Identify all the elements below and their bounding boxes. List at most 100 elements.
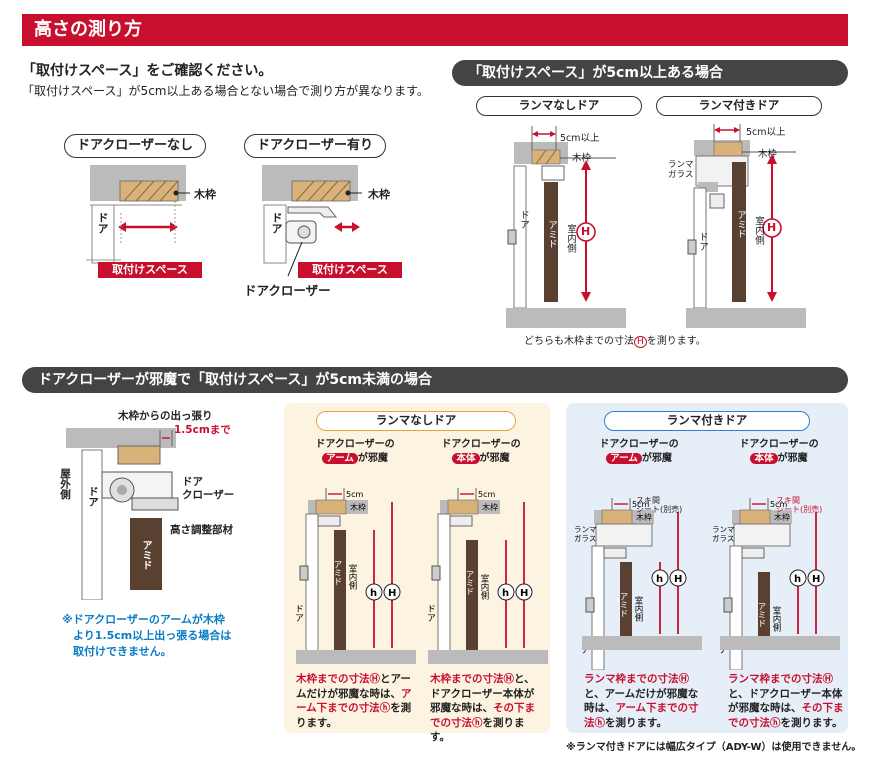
detail-warning: ※ドアクローザーのアームが木枠 より1.5cm以上出っ張る場合は 取付けできませ… bbox=[62, 613, 232, 658]
amido-bar bbox=[334, 530, 346, 650]
panel-yes-body-heading: ドアクローザーの 本体が邪魔 bbox=[739, 439, 819, 464]
intro-text: 「取付けスペース」が5cm以上ある場合とない場合で測り方が異なります。 bbox=[22, 84, 429, 98]
amido-bar bbox=[466, 540, 478, 650]
footer-note: ※ランマ付きドアには幅広タイプ（ADY-W）は使用できません。 bbox=[566, 742, 862, 753]
door-tr2: ドア bbox=[697, 232, 708, 251]
amido-label: アミド bbox=[756, 602, 766, 628]
frame-wood bbox=[739, 509, 771, 525]
frame-wood bbox=[315, 499, 347, 515]
amido-bar bbox=[758, 572, 770, 636]
transom-glass-box bbox=[733, 523, 791, 547]
floor bbox=[296, 650, 416, 664]
floor bbox=[720, 636, 840, 650]
gap-sheet-a: スキ間 シート(別売) bbox=[636, 496, 683, 514]
amido-bar bbox=[620, 562, 632, 636]
floor bbox=[428, 650, 548, 664]
indoor-tr2: 室内側 bbox=[753, 216, 764, 245]
door-handle bbox=[299, 565, 309, 581]
panel-none-body-heading: ドアクローザーの 本体が邪魔 bbox=[441, 439, 521, 464]
transom-glass: ランマ ガラス bbox=[668, 160, 694, 180]
dim-5cm-2: 5cm以上 bbox=[746, 127, 786, 138]
h-text: h bbox=[370, 588, 377, 599]
H-badge bbox=[807, 569, 825, 587]
door-label-2: ドア bbox=[270, 212, 283, 234]
amido-tr1: アミド bbox=[546, 220, 557, 249]
diagram-transom-yes bbox=[686, 124, 806, 328]
space-tag: 取付けスペース bbox=[98, 262, 202, 278]
frame-label: 木枠 bbox=[636, 512, 652, 522]
gap-sheet-b: スキ間 シート(別売) bbox=[776, 496, 823, 514]
dim-5cm: 5cm以上 bbox=[560, 133, 600, 144]
indoor-label: 室内側 bbox=[633, 595, 643, 621]
diagram-transom-none bbox=[506, 126, 626, 328]
detail-amido: アミド bbox=[140, 540, 151, 570]
H-text: H bbox=[812, 574, 820, 585]
frame-wood bbox=[601, 509, 633, 525]
pill-closer-yes: ドアクローザー有り bbox=[244, 134, 386, 158]
frame-tr1: 木枠 bbox=[572, 153, 592, 164]
outdoor: 屋外側 bbox=[59, 468, 71, 500]
h-badge bbox=[497, 583, 515, 601]
closer-body bbox=[317, 515, 341, 527]
panel-yes-title: ランマ付きドア bbox=[604, 411, 810, 431]
transom-glass-box bbox=[595, 523, 653, 547]
door-label: ドア bbox=[96, 212, 109, 234]
space-tag-2: 取付けスペース bbox=[298, 262, 402, 278]
H-badge bbox=[515, 583, 533, 601]
h-text: h bbox=[656, 574, 663, 585]
indoor-label: 室内側 bbox=[347, 563, 357, 589]
H-badge-1: H bbox=[581, 225, 591, 238]
diagram-closer-yes bbox=[262, 165, 362, 264]
closer-label: ドアクローザー bbox=[244, 283, 331, 298]
h-badge bbox=[789, 569, 807, 587]
door-handle bbox=[723, 597, 733, 613]
door-label: ドア bbox=[293, 604, 303, 622]
panel-none-title: ランマなしドア bbox=[316, 411, 516, 431]
frame-label: 木枠 bbox=[350, 502, 366, 512]
h-badge bbox=[365, 583, 383, 601]
indoor-label: 室内側 bbox=[771, 605, 781, 631]
detail-closer: ドア クローザー bbox=[182, 476, 235, 501]
dim-5cm: 5cm bbox=[632, 500, 649, 509]
floor bbox=[582, 636, 702, 650]
frame-label: 木枠 bbox=[482, 502, 498, 512]
door-label: ドア bbox=[425, 604, 435, 622]
frame-tr2: 木枠 bbox=[758, 149, 778, 160]
indoor-tr1: 室内側 bbox=[565, 224, 576, 253]
panel-yes-arm-heading: ドアクローザーの アームが邪魔 bbox=[599, 439, 679, 464]
transom-yes-pill: ランマ付きドア bbox=[656, 96, 822, 116]
closer-body bbox=[741, 547, 765, 559]
door-slab bbox=[305, 513, 319, 661]
dim-5cm: 5cm bbox=[478, 490, 495, 499]
h-badge bbox=[651, 569, 669, 587]
dim-5cm: 5cm bbox=[770, 500, 787, 509]
frame-label: 木枠 bbox=[194, 188, 216, 201]
h-text: h bbox=[502, 588, 509, 599]
H-badge bbox=[383, 583, 401, 601]
caption-none-arm: 木枠までの寸法Ⓗとアームだけが邪魔な時は、アーム下までの寸法ⓗを測ります。 bbox=[296, 673, 412, 729]
amido-label: アミド bbox=[618, 592, 628, 618]
panel-none-arm-heading: ドアクローザーの アームが邪魔 bbox=[315, 439, 395, 464]
H-text: H bbox=[388, 588, 396, 599]
diagram-detail bbox=[66, 428, 179, 600]
caption-yes-arm: ランマ枠までの寸法Ⓗと、アームだけが邪魔な時は、アーム下までの寸法ⓗを測ります。 bbox=[584, 673, 699, 729]
pill-closer-none: ドアクローザーなし bbox=[64, 134, 206, 158]
amido-label: アミド bbox=[464, 570, 474, 596]
H-text: H bbox=[674, 574, 682, 585]
mini-diagram-3: 5cm木枠ランマガラスドアアミド室内側hH bbox=[574, 498, 702, 670]
page-title: 高さの測り方 bbox=[22, 14, 848, 46]
closer-body bbox=[449, 515, 473, 527]
section-under5-title: ドアクローザーが邪魔で「取付けスペース」が5cm未満の場合 bbox=[22, 367, 848, 393]
door-slab bbox=[437, 513, 451, 661]
frame-label: 木枠 bbox=[774, 512, 790, 522]
door-handle bbox=[585, 597, 595, 613]
frame-label-2: 木枠 bbox=[368, 188, 390, 201]
detail-adjust: 高さ調整部材 bbox=[170, 524, 233, 536]
transom-glass: ランマガラス bbox=[712, 525, 735, 543]
amido-tr2: アミド bbox=[735, 210, 746, 239]
H-text: H bbox=[520, 588, 528, 599]
section-5cm-plus-title: 「取付けスペース」が5cm以上ある場合 bbox=[452, 60, 848, 86]
